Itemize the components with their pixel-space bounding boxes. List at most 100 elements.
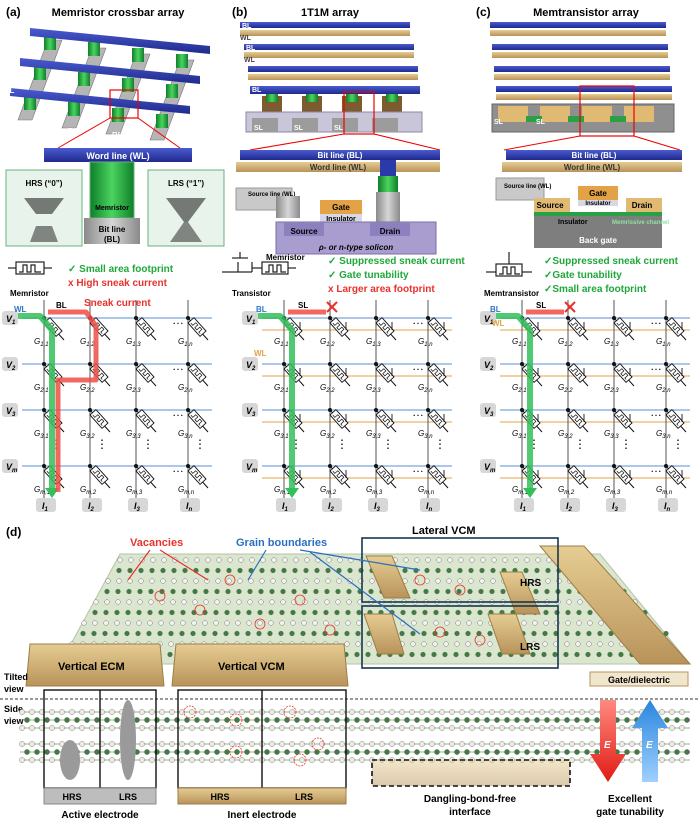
cell-label-c-1-3: G2,n xyxy=(656,383,671,394)
b-grid-sl: SL xyxy=(298,301,308,310)
lateral-lrs-label: LRS xyxy=(520,642,540,653)
con-b-1: x Larger area footprint xyxy=(328,284,435,295)
panel-b: (b) 1T1M array BL WL BL WL BL SL SL SL B… xyxy=(222,5,465,298)
memristor-label: Memristor xyxy=(95,205,129,212)
selected-current-path-b xyxy=(258,313,295,492)
cell-label-a-0-1: G1,2 xyxy=(80,337,95,348)
cell-label-c-1-0: G2,1 xyxy=(512,383,527,394)
wl-label-2: WL xyxy=(4,59,17,68)
cell-c-0-3: G1,n xyxy=(656,316,687,348)
col-label-b-2 xyxy=(368,498,388,512)
c-word-line: Word line (WL) xyxy=(564,163,621,172)
cell-a-2-3: G3,n xyxy=(178,408,209,440)
cell-label-a-0-2: G1,3 xyxy=(126,337,141,348)
gate-tunability-label-1: Excellent xyxy=(608,794,653,805)
cell-label-c-2-0: G3,1 xyxy=(512,429,527,440)
col-label-a-3 xyxy=(180,498,200,512)
cell-label-a-1-3: G2,n xyxy=(178,383,193,394)
panel-c: (c) Memtransistor array SL SL Bit line (… xyxy=(476,5,682,298)
row-dots-c-2: … xyxy=(650,405,662,419)
cell-a-3-2: Gm,3 xyxy=(126,464,157,496)
col-label-b-0 xyxy=(276,498,296,512)
c-drain: Drain xyxy=(632,201,653,210)
cell-label-c-1-1: G2,2 xyxy=(558,383,573,394)
col-vdots-c-3: ⋮ xyxy=(672,437,684,451)
cell-label-b-2-3: G3,n xyxy=(418,429,433,440)
cell-a-1-3: G2,n xyxy=(178,362,209,394)
row-label-b-3 xyxy=(242,459,258,473)
row-voltage-b-1: V2 xyxy=(246,360,256,372)
col-current-c-3: In xyxy=(664,501,671,513)
col-current-a-3: In xyxy=(186,501,193,513)
b-drain: Drain xyxy=(380,227,401,236)
memristor-symbol-label: Memristor xyxy=(10,289,49,298)
row-label-a-1 xyxy=(2,357,18,371)
col-current-b-1: I2 xyxy=(328,501,335,513)
gate-dielectric-label: Gate/dielectric xyxy=(608,675,670,685)
row-dots-c-0: … xyxy=(650,313,662,327)
row-label-c-3 xyxy=(480,459,496,473)
memtransistor-array-illustration: SL SL xyxy=(490,22,681,151)
col-current-c-2: I3 xyxy=(612,501,619,513)
row-dots-b-0: … xyxy=(412,313,424,327)
panel-a: (a) Memristor crossbar array xyxy=(2,5,225,298)
row-dots-b-3: … xyxy=(412,461,424,475)
cell-label-b-2-1: G3,2 xyxy=(320,429,335,440)
col-current-b-0: I1 xyxy=(282,501,289,513)
bl-label-3: BL xyxy=(112,131,123,140)
grain-boundaries-label: Grain boundaries xyxy=(236,537,327,549)
b-wl-2: WL xyxy=(244,57,256,64)
b-grid-wl: WL xyxy=(254,349,267,358)
b-sl-2: SL xyxy=(294,125,304,132)
b-sl-3: SL xyxy=(334,125,344,132)
c-grid-sl: SL xyxy=(536,301,546,310)
col-label-a-1 xyxy=(82,498,102,512)
cell-label-c-1-2: G2,3 xyxy=(604,383,619,394)
b-source-line: Source line (WL) xyxy=(248,192,295,198)
b-source: Source xyxy=(290,227,318,236)
c-bit-line: Bit line (BL) xyxy=(572,151,617,160)
cell-c-3-1: Gm,2 xyxy=(558,464,589,496)
cell-label-b-2-2: G3,3 xyxy=(366,429,381,440)
col-vdots-c-2: ⋮ xyxy=(620,437,632,451)
c-grid-bl: BL xyxy=(490,305,501,314)
cell-label-a-2-0: G3,1 xyxy=(34,429,49,440)
cell-b-1-2: G2,3 xyxy=(366,362,397,394)
col-current-c-1: I2 xyxy=(566,501,573,513)
b-grid-bl: BL xyxy=(256,305,267,314)
col-vdots-a-2: ⋮ xyxy=(142,437,154,451)
row-label-c-0 xyxy=(480,311,496,325)
bit-line-label-2: (BL) xyxy=(104,235,120,244)
row-voltage-a-0: V1 xyxy=(6,314,16,326)
cell-label-b-0-0: G1,1 xyxy=(274,337,289,348)
row-dots-a-1: … xyxy=(172,359,184,373)
b-gate: Gate xyxy=(332,203,350,212)
cell-label-c-2-3: G3,n xyxy=(656,429,671,440)
dangling-label-2: interface xyxy=(449,807,491,818)
gate-tunability-label-2: gate tunability xyxy=(596,807,664,818)
c-sl-2: SL xyxy=(536,119,546,126)
cell-label-a-2-3: G3,n xyxy=(178,429,193,440)
cell-label-a-3-1: Gm,2 xyxy=(80,485,97,496)
cell-label-b-1-3: G2,n xyxy=(418,383,433,394)
c-channel: Memrissive channel xyxy=(612,220,669,226)
c-grid-wl: WL xyxy=(492,319,505,328)
col-vdots-b-3: ⋮ xyxy=(434,437,446,451)
row-label-b-2 xyxy=(242,403,258,417)
cell-label-a-3-3: Gm,n xyxy=(178,485,195,496)
col-label-a-2 xyxy=(128,498,148,512)
b-wl-1: WL xyxy=(240,35,252,42)
cell-label-c-0-0: G1,1 xyxy=(512,337,527,348)
cell-a-0-3: G1,n xyxy=(178,316,209,348)
cell-b-1-1: G2,2 xyxy=(320,362,351,394)
cell-label-c-2-1: G3,2 xyxy=(558,429,573,440)
cell-label-b-0-2: G1,3 xyxy=(366,337,381,348)
cell-b-0-1: G1,2 xyxy=(320,316,351,348)
side-hrs-ecm: HRS xyxy=(62,792,81,802)
b-word-line: Word line (WL) xyxy=(310,163,367,172)
side-lrs-ecm: LRS xyxy=(119,792,137,802)
